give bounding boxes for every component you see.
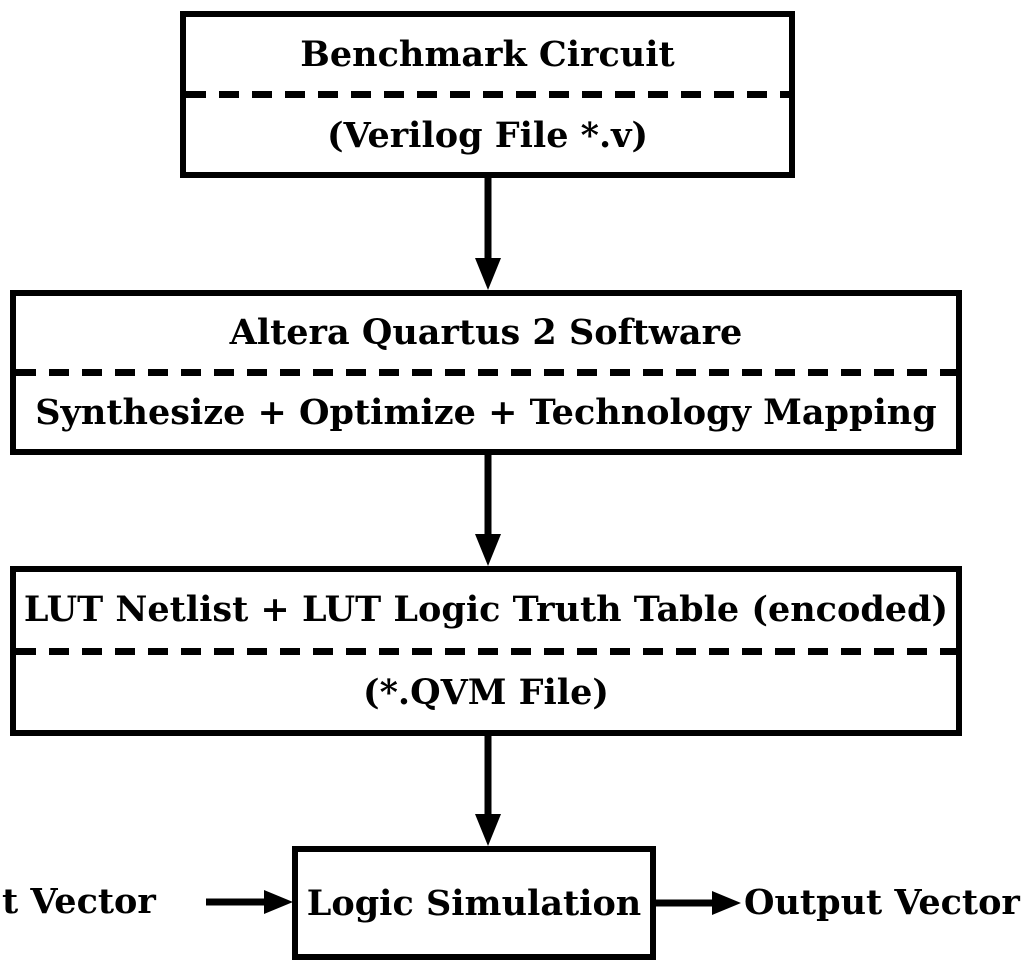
lut-netlist-title: LUT Netlist + LUT Logic Truth Table (enc… [23,589,949,631]
input-arrow-head [264,890,293,914]
box-benchmark-circuit: Benchmark Circuit (Verilog File *.v) [180,11,795,178]
output-vector-label: Output Vector [744,882,1020,923]
arrow-down-3-head [475,814,501,846]
arrow-down-2-head [475,534,501,566]
dashed-divider [186,91,789,98]
benchmark-circuit-title: Benchmark Circuit [300,33,675,75]
verilog-file-label: (Verilog File *.v) [326,114,649,156]
box-logic-simulation: Logic Simulation [292,846,656,960]
synthesize-optimize-mapping-label: Synthesize + Optimize + Technology Mappi… [35,392,937,433]
arrow-down-1-head [475,258,501,290]
box-lut-netlist: LUT Netlist + LUT Logic Truth Table (enc… [10,566,962,736]
dashed-divider [16,647,956,655]
dashed-divider [16,369,956,376]
input-vector-label: t Vector [2,881,156,922]
quartus-software-title: Altera Quartus 2 Software [229,312,743,353]
logic-simulation-label: Logic Simulation [306,882,642,924]
qvm-file-label: (*.QVM File) [363,671,609,713]
output-arrow-head [712,891,741,915]
box-quartus-software: Altera Quartus 2 Software Synthesize + O… [10,290,962,455]
